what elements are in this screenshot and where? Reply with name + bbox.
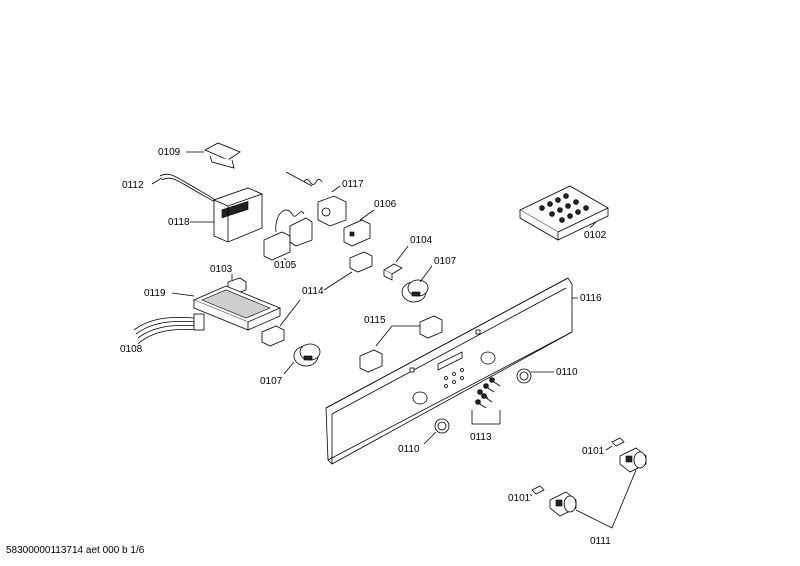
part-0107-knob-upper: [401, 265, 433, 303]
part-holder-lower: [261, 299, 301, 347]
part-0118-display-module: [190, 187, 264, 243]
label-0116: 0116: [580, 293, 602, 304]
label-0110-right: 0110: [556, 367, 578, 378]
part-0110-ring-left: [423, 418, 450, 445]
label-0114: 0114: [302, 286, 324, 297]
label-0111: 0111: [590, 536, 611, 547]
part-0117-thermostat: [285, 171, 347, 227]
part-0116-control-panel: [325, 277, 578, 465]
label-0117: 0117: [342, 179, 364, 190]
part-0104-lamp: [383, 245, 409, 281]
part-0114-holder: [323, 251, 373, 291]
part-0111-knob-lower: [549, 491, 577, 517]
label-0115: 0115: [364, 315, 386, 326]
part-0101-cap-upper: [605, 437, 625, 451]
label-0113: 0113: [470, 432, 492, 443]
part-0106-switch: [343, 209, 375, 247]
label-0102: 0102: [584, 230, 607, 241]
part-0115-switches: [359, 315, 443, 373]
label-0101-upper: 0101: [582, 446, 605, 457]
part-0102-screw-bag: [519, 185, 609, 241]
label-0108: 0108: [120, 344, 143, 355]
part-0112-cable: [151, 173, 224, 208]
label-0107-lower: 0107: [260, 376, 283, 387]
part-0101-cap-lower: [529, 485, 545, 497]
label-0119: 0119: [144, 288, 166, 299]
label-0112: 0112: [122, 180, 144, 191]
label-0103: 0103: [210, 264, 233, 275]
part-0109-clip: [186, 142, 241, 169]
label-0106: 0106: [374, 199, 397, 210]
drawing-number: 58300000113714 aet 000 b 1/6: [6, 545, 145, 556]
part-0105-bracket: [263, 209, 313, 261]
part-0110-ring-right: [516, 368, 554, 384]
label-0109: 0109: [158, 147, 181, 158]
leader-0111: [575, 469, 637, 529]
label-0107-upper: 0107: [434, 256, 457, 267]
label-0118: 0118: [168, 217, 190, 228]
part-0108-wire-harness: [133, 313, 205, 345]
part-0111-knob-upper: [619, 447, 647, 473]
part-0107-knob-lower: [283, 343, 321, 375]
part-0113-screws: [471, 377, 501, 425]
label-0105: 0105: [274, 260, 297, 271]
label-0104: 0104: [410, 235, 433, 246]
part-0119-terminal-board: [171, 285, 282, 331]
screw-set: [539, 193, 589, 223]
label-0101-lower: 0101: [508, 493, 531, 504]
label-0110-left: 0110: [398, 444, 420, 455]
